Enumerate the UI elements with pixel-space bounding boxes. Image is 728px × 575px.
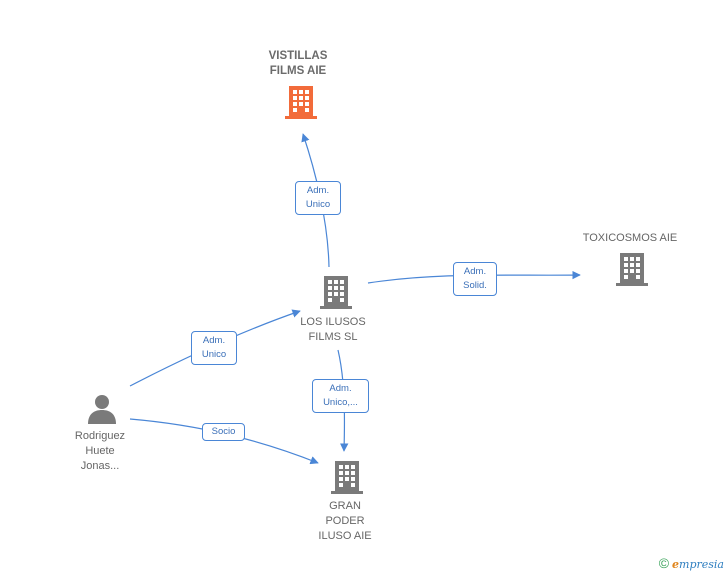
person-icon-rodriguez[interactable] xyxy=(86,393,118,425)
building-icon-ilusos[interactable] xyxy=(319,274,353,310)
edge-label-rodriguez-ilusos[interactable]: Adm. Unico xyxy=(191,331,237,365)
node-label-toxicosmos: TOXICOSMOS AIE xyxy=(582,232,678,244)
edge-label-ilusos-vistillas[interactable]: Adm. Unico xyxy=(295,181,341,215)
node-label-gran-poder: GRAN PODER ILUSO AIE xyxy=(318,500,372,542)
edge-label-rodriguez-granpoder[interactable]: Socio xyxy=(202,423,245,441)
building-icon-vistillas[interactable] xyxy=(284,84,318,120)
node-label-vistillas: VISTILLAS FILMS AIE xyxy=(268,50,328,77)
node-label-ilusos: LOS ILUSOS FILMS SL xyxy=(300,316,366,343)
footer-brand: ©empresia xyxy=(659,555,724,571)
node-label-rodriguez: Rodriguez Huete Jonas... xyxy=(74,430,126,472)
building-icon-toxicosmos[interactable] xyxy=(615,251,649,287)
brand-logo: empresia xyxy=(672,558,724,571)
edge-label-ilusos-granpoder[interactable]: Adm. Unico,... xyxy=(312,379,369,413)
building-icon-gran-poder[interactable] xyxy=(330,459,364,495)
edge-label-ilusos-toxicosmos[interactable]: Adm. Solid. xyxy=(453,262,497,296)
copyright-icon: © xyxy=(658,555,670,571)
